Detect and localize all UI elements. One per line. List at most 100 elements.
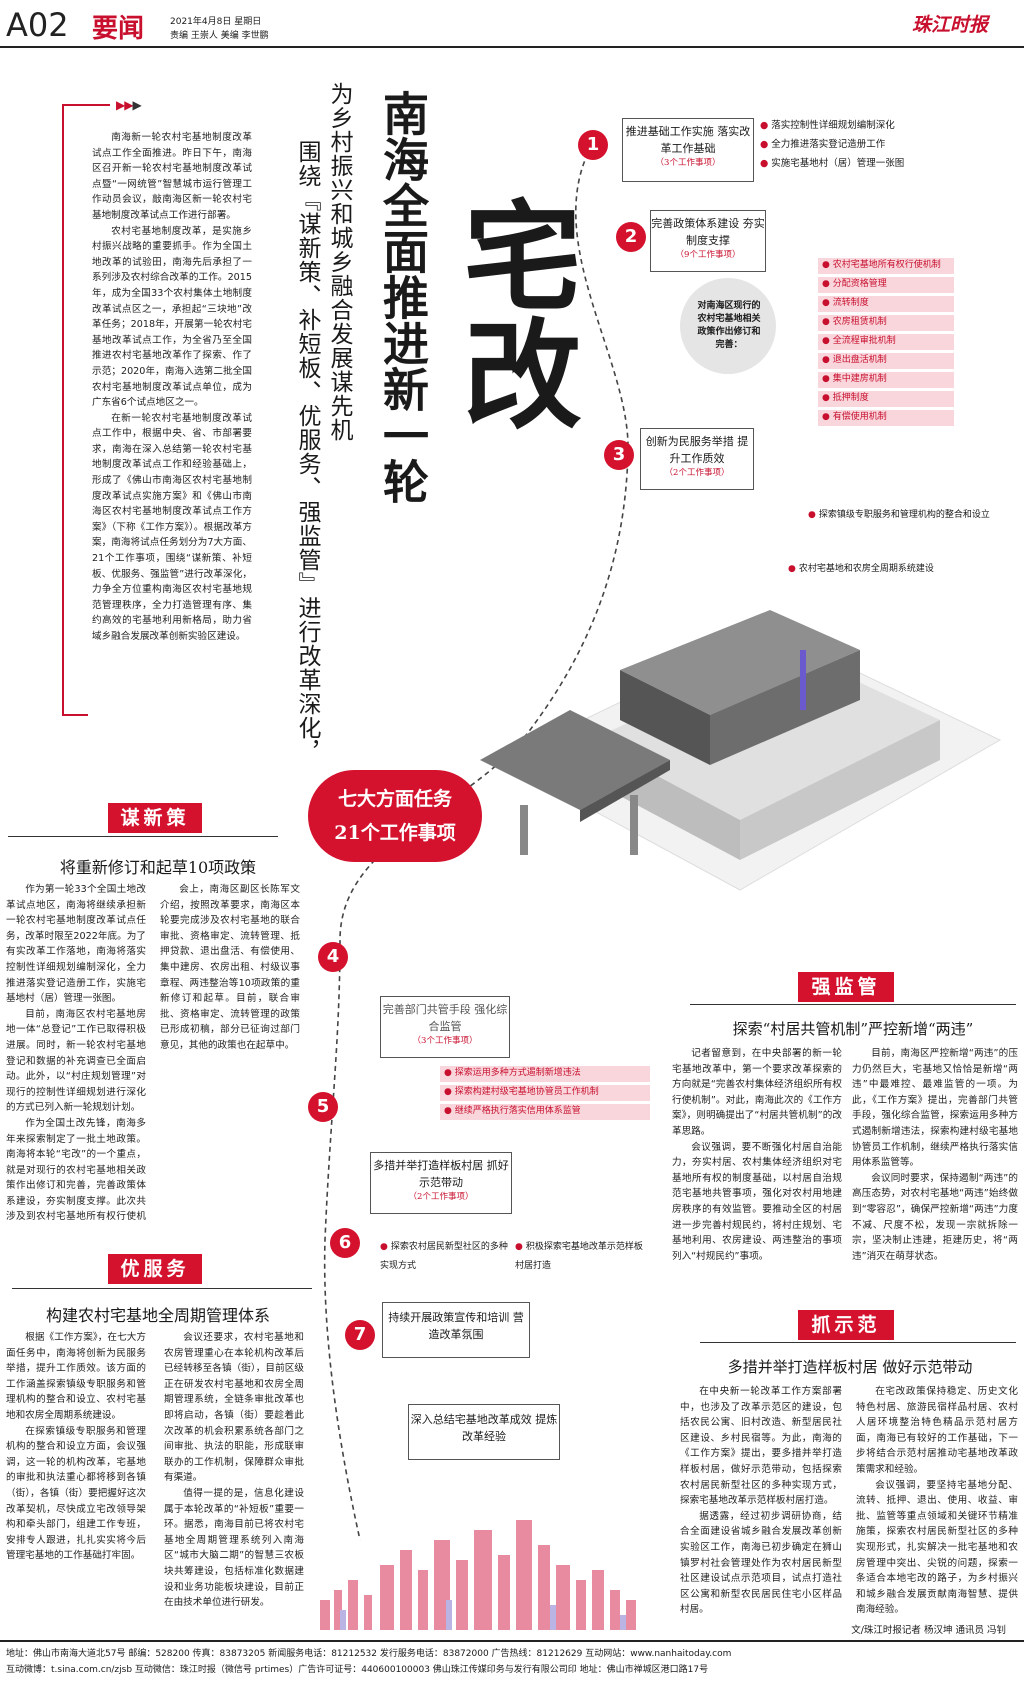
step-5-list-a: 探索农村居民新型社区的多种实现方式 bbox=[380, 1238, 510, 1276]
paragraph: 记者留意到，在中央部署的新一轮宅基地改革中，第一个要求改革探索的方向就是“完善农… bbox=[672, 1048, 842, 1137]
center-badge-line1: 七大方面任务 bbox=[337, 788, 452, 810]
section-title-qiang: 探索“村居共管机制”严控新增“两违” bbox=[732, 1020, 974, 1038]
step-6-marker: 6 bbox=[330, 1228, 360, 1258]
section-tag-mou: 谋新策 bbox=[108, 803, 202, 833]
article-you-col1: 根据《工作方案》，在七大方面任务中，南海将创新为民服务举措，提升工作质效。该方面… bbox=[6, 1330, 146, 1614]
article-mou-col2: 会上，南海区副区长陈军文介绍，按照改革要求，南海区本轮要完成涉及农村宅基地的联合… bbox=[160, 882, 300, 1220]
step-title: 深入总结宅基地改革成效 提炼改革经验 bbox=[410, 1413, 558, 1443]
step-count: （9个工作事项） bbox=[675, 250, 741, 260]
step-3-box: 创新为民服务举措 提升工作质效 （2个工作事项） bbox=[640, 428, 754, 490]
section-tag-zhua: 抓示范 bbox=[798, 1310, 894, 1340]
footer-line-2: 互动微博：t.sina.com.cn/zjsb 互动微信：珠江时报（微信号 pr… bbox=[6, 1665, 709, 1675]
article-you-col2: 会议还要求，农村宅基地和农房管理重心在本轮机构改革后已经转移至各镇（街），目前区… bbox=[164, 1330, 304, 1614]
step-title: 创新为民服务举措 提升工作质效 bbox=[645, 435, 749, 465]
article-mou-col1: 作为第一轮33个全国土地改革试点地区，南海将继续承担新一轮农村宅基地制度改革试点… bbox=[6, 882, 146, 1220]
step-2-box: 完善政策体系建设 夯实制度支撑 （9个工作事项） bbox=[650, 210, 766, 272]
main-headline: 南海全面推进新一轮 bbox=[376, 90, 430, 504]
paragraph: 会议同时要求，保持遏制“两违”的高压态势，对农村宅基地“两违”始终做到“零容忍”… bbox=[852, 1172, 1018, 1262]
step-4-box: 完善部门共管手段 强化综合监管 （3个工作事项） bbox=[380, 996, 510, 1058]
page-number: A02 bbox=[6, 6, 69, 44]
step-3-list-b: 农村宅基地和农房全周期系统建设 bbox=[788, 560, 1008, 579]
center-badge bbox=[308, 770, 482, 862]
step-count: （3个工作事项） bbox=[655, 158, 721, 168]
step-count: （2个工作事项） bbox=[408, 1192, 474, 1202]
list-item: 集中建房机制 bbox=[818, 372, 954, 388]
list-item: 农房租赁机制 bbox=[818, 315, 954, 331]
step-title: 完善政策体系建设 夯实制度支撑 bbox=[651, 217, 765, 247]
step-5-marker: 5 bbox=[308, 1092, 338, 1122]
article-qiang-col1: 记者留意到，在中央部署的新一轮宅基地改革中，第一个要求改革探索的方向就是“完善农… bbox=[672, 1046, 842, 1288]
step-2-list: 农村宅基地所有权行使机制 分配资格管理 流转制度 农房租赁机制 全流程审批机制 … bbox=[818, 258, 954, 429]
list-item: 落实控制性详细规划编制深化 bbox=[760, 116, 960, 135]
section-rule bbox=[690, 1004, 1016, 1005]
lead-paragraph: 农村宅基地制度改革，是实施乡村振兴战略的重要抓手。作为全国土地改革的试验田，南海… bbox=[92, 225, 252, 409]
paragraph: 作为全国土改先锋，南海多年来探索制定了一批土地政策。南海将本轮“宅改”的一个重点… bbox=[6, 1117, 146, 1220]
section-title-mou: 将重新修订和起草10项政策 bbox=[59, 858, 257, 877]
skyline-illustration bbox=[320, 1520, 636, 1630]
list-item: 全流程审批机制 bbox=[818, 334, 954, 350]
masthead: A02 要闻 2021年4月8日 星期日 责编 王崇人 美编 李世鹏 珠江时报 bbox=[0, 0, 1024, 48]
step-1-marker: 1 bbox=[578, 130, 608, 160]
lead-paragraph: 南海新一轮农村宅基地制度改革试点工作全面推进。昨日下午，南海区召开新一轮农村宅基… bbox=[92, 132, 252, 221]
step-title: 持续开展政策宣传和培训 营造改革氛围 bbox=[388, 1311, 524, 1341]
center-badge-line2: 21个工作事项 bbox=[334, 822, 456, 844]
section-label: 要闻 bbox=[92, 14, 145, 44]
list-item: 流转制度 bbox=[818, 296, 954, 312]
section-tag-you: 优服务 bbox=[108, 1254, 202, 1284]
paragraph: 会议强调，要坚持宅基地分配、流转、抵押、退出、使用、收益、审批、监管等重点领域和… bbox=[856, 1479, 1018, 1616]
section-tag-qiang: 强监管 bbox=[798, 972, 894, 1002]
list-item: 退出盘活机制 bbox=[818, 353, 954, 369]
step-1-box: 推进基础工作实施 落实改革工作基础 （3个工作事项） bbox=[622, 118, 754, 182]
paragraph: 目前，南海区严控新增“两违”的压力仍然巨大，宅基地又恰恰是新增“两违”中最难控、… bbox=[852, 1048, 1018, 1169]
list-item: 继续严格执行落实信用体系监管 bbox=[440, 1104, 650, 1120]
article-zhua-col1: 在中央新一轮改革工作方案部署中，也涉及了改革示范区的建设，包括农民公寓、旧村改造… bbox=[680, 1384, 842, 1616]
list-item: 抵押制度 bbox=[818, 391, 954, 407]
list-item: 探索构建村级宅基地协管员工作机制 bbox=[440, 1085, 650, 1101]
step-3-marker: 3 bbox=[604, 440, 634, 470]
masthead-rule bbox=[0, 46, 1024, 48]
issue-date: 2021年4月8日 星期日 bbox=[170, 17, 262, 27]
list-item: 有偿使用机制 bbox=[818, 410, 954, 426]
list-item: 农村宅基地所有权行使机制 bbox=[818, 258, 954, 274]
paragraph: 在中央新一轮改革工作方案部署中，也涉及了改革示范区的建设，包括农民公寓、旧村改造… bbox=[680, 1386, 842, 1507]
headline-big: 宅改 bbox=[443, 195, 581, 431]
step-5-box: 多措并举打造样板村居 抓好示范带动 （2个工作事项） bbox=[370, 1152, 512, 1214]
step-2-marker: 2 bbox=[616, 222, 646, 252]
step-count: （3个工作事项） bbox=[412, 1036, 478, 1046]
step-2-center-circle bbox=[680, 278, 776, 374]
list-item: 探索镇级专职服务和管理机构的整合和设立 bbox=[808, 506, 1008, 525]
list-item: 农村宅基地和农房全周期系统建设 bbox=[788, 560, 1008, 579]
lead-paragraph: 在新一轮农村宅基地制度改革试点工作中，根据中央、省、市部署要求，南海在深入总结第… bbox=[92, 412, 252, 642]
paragraph: 在探索镇级专职服务和管理机构的整合和设立方面，会议强调，这一轮的机构改革，宅基地… bbox=[6, 1425, 146, 1562]
step-1-list: 落实控制性详细规划编制深化 全力推进落实登记造册工作 实施宅基地村（居）管理一张… bbox=[760, 116, 960, 173]
step-3-list: 探索镇级专职服务和管理机构的整合和设立 bbox=[808, 506, 1008, 525]
list-item: 分配资格管理 bbox=[818, 277, 954, 293]
paragraph: 据透露，经过初步调研协商，结合全面建设省城乡融合发展改革创新实验区工作，南海已初… bbox=[680, 1510, 842, 1616]
paragraph: 值得一提的是，信息化建设属于本轮改革的“补短板”重要一环。据悉，南海目前已将农村… bbox=[164, 1487, 304, 1609]
paragraph: 作为第一轮33个全国土地改革试点地区，南海将继续承担新一轮农村宅基地制度改革试点… bbox=[6, 884, 146, 1005]
paragraph: 目前，南海区农村宅基地房地一体“总登记”工作已取得积极进展。同时，新一轮农村宅基… bbox=[6, 1008, 146, 1114]
byline: 文/珠江时报记者 杨汉坤 通讯员 冯钊 bbox=[851, 1625, 1006, 1636]
section-rule bbox=[12, 1288, 312, 1289]
lead-bracket-bottom bbox=[62, 714, 88, 716]
step-7-marker: 7 bbox=[345, 1320, 375, 1350]
lead-bracket bbox=[62, 104, 64, 716]
section-rule bbox=[700, 1342, 1016, 1343]
house-model-illustration bbox=[480, 610, 1002, 891]
list-item: 实施宅基地村（居）管理一张图 bbox=[760, 154, 960, 173]
paragraph: 会议强调，要不断强化村居自治能力，夯实村居、农村集体经济组织对宅基地所有权的制度… bbox=[672, 1141, 842, 1262]
footer-rule bbox=[0, 1640, 1024, 1642]
list-item: 全力推进落实登记造册工作 bbox=[760, 135, 960, 154]
step-count: （2个工作事项） bbox=[664, 468, 730, 478]
list-item: 探索农村居民新型社区的多种实现方式 bbox=[380, 1238, 510, 1276]
editor-credit: 责编 王崇人 美编 李世鹏 bbox=[170, 31, 269, 41]
article-zhua-col2: 在宅改政策保持稳定、历史文化特色村居、旅游民宿样品村居、农村人居环境整治特色精品… bbox=[856, 1384, 1018, 1616]
paragraph: 会上，南海区副区长陈军文介绍，按照改革要求，南海区本轮要完成涉及农村宅基地的联合… bbox=[160, 884, 300, 1051]
paragraph: 在宅改政策保持稳定、历史文化特色村居、旅游民宿样品村居、农村人居环境整治特色精品… bbox=[856, 1386, 1018, 1475]
list-item: 探索运用多种方式遏制新增违法 bbox=[440, 1066, 650, 1082]
step-5-list-b: 积极探索宅基地改革示范样板村居打造 bbox=[515, 1238, 645, 1276]
step-title: 多措并举打造样板村居 抓好示范带动 bbox=[373, 1159, 509, 1189]
section-rule bbox=[8, 836, 278, 837]
step-7-box: 深入总结宅基地改革成效 提炼改革经验 bbox=[408, 1404, 560, 1460]
sub-headline-2: 围绕『谋新策、补短板、优服务、强监管』进行改革深化， bbox=[294, 140, 320, 764]
